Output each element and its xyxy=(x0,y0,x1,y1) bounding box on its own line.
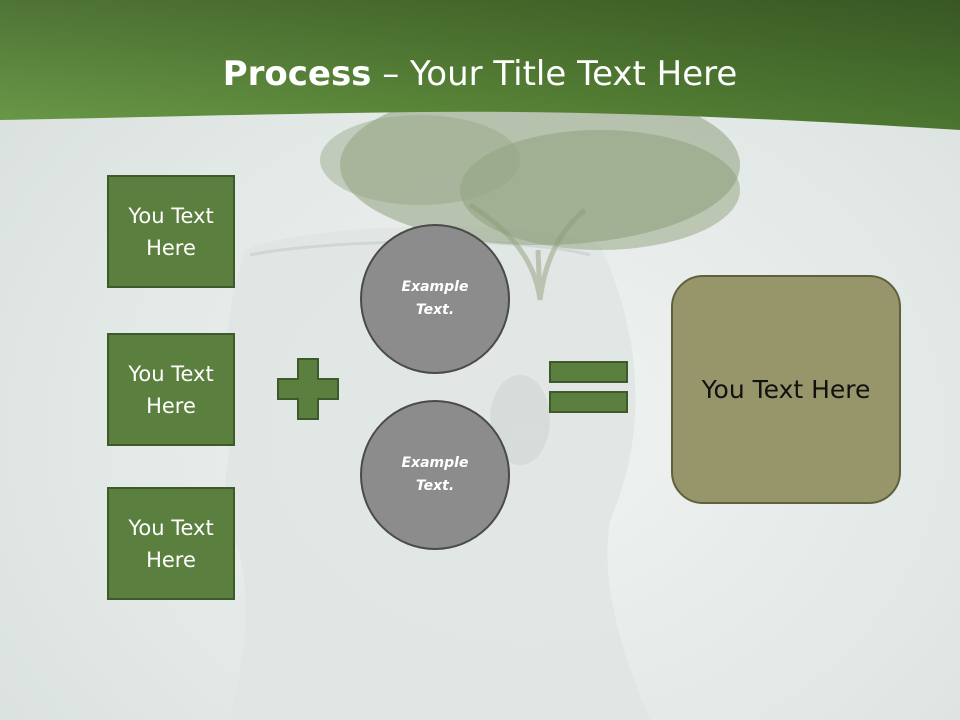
header-band xyxy=(0,0,960,130)
example-circle-1[interactable]: Example Text. xyxy=(360,224,510,374)
equals-icon xyxy=(549,361,628,413)
result-label: You Text Here xyxy=(701,375,871,404)
left-box-label: You Text Here xyxy=(128,361,214,418)
slide-title: Process – Your Title Text Here xyxy=(0,52,960,96)
left-box-2[interactable]: You Text Here xyxy=(107,333,235,446)
plus-icon xyxy=(277,358,339,420)
left-box-3[interactable]: You Text Here xyxy=(107,487,235,600)
title-rest: – Your Title Text Here xyxy=(371,54,738,94)
circle-label: Example Text. xyxy=(401,455,469,494)
example-circle-2[interactable]: Example Text. xyxy=(360,400,510,550)
title-bold: Process xyxy=(222,54,372,94)
result-box[interactable]: You Text Here xyxy=(671,275,901,504)
left-box-1[interactable]: You Text Here xyxy=(107,175,235,288)
circle-label: Example Text. xyxy=(401,279,469,318)
left-box-label: You Text Here xyxy=(128,203,214,260)
left-box-label: You Text Here xyxy=(128,515,214,572)
